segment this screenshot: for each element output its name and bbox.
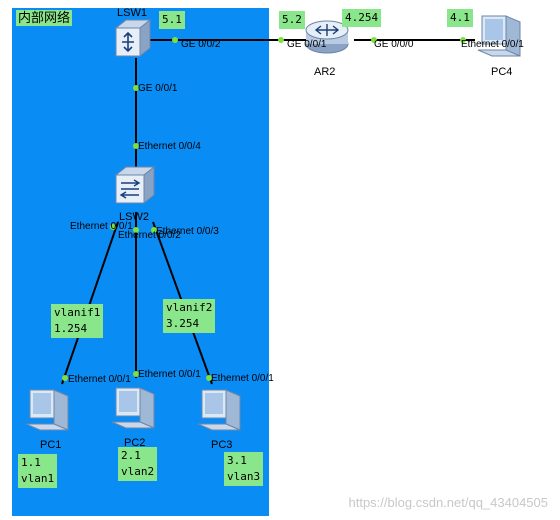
lsw2-port-eth003: Ethernet 0/0/3 <box>156 226 219 237</box>
zone-title: 内部网络 <box>16 10 73 26</box>
ar2-left-ip-note: 5.2 <box>279 11 305 29</box>
router-icon[interactable] <box>304 14 350 56</box>
pc2-info-note: 2.1 vlan2 <box>118 447 158 481</box>
pc3-name: PC3 <box>211 439 233 451</box>
port-dot <box>133 85 139 91</box>
lsw2-name: LSW2 <box>119 211 149 223</box>
pc-icon[interactable] <box>110 384 158 434</box>
pc2-port: Ethernet 0/0/1 <box>138 369 201 380</box>
port-dot <box>172 37 178 43</box>
pc3-info-note: 3.1 vlan3 <box>224 452 264 486</box>
pc1-port: Ethernet 0/0/1 <box>68 374 131 385</box>
port-dot <box>278 37 284 43</box>
port-dot <box>133 143 139 149</box>
link-lsw2-pc1 <box>61 221 119 385</box>
port-dot <box>133 227 139 233</box>
lsw1-ip-note: 5.1 <box>159 11 185 29</box>
vlanif2-note: vlanif2 3.254 <box>163 299 216 333</box>
lsw1-port-ge002: GE 0/0/2 <box>181 39 221 50</box>
port-dot <box>460 37 466 43</box>
port-dot <box>151 227 157 233</box>
lsw2-port-eth001: Ethernet 0/0/1 <box>70 221 133 232</box>
internal-network-zone <box>12 8 269 516</box>
ar2-port-ge000: GE 0/0/0 <box>374 39 414 50</box>
port-dot <box>62 375 68 381</box>
pc3-port: Ethernet 0/0/1 <box>211 373 274 384</box>
l3-switch-icon[interactable] <box>112 18 152 58</box>
port-dot <box>110 224 116 230</box>
pc-icon[interactable] <box>196 386 244 436</box>
pc-icon[interactable] <box>476 12 524 62</box>
vlanif1-note: vlanif1 1.254 <box>51 304 104 338</box>
pc1-name: PC1 <box>40 439 62 451</box>
pc2-name: PC2 <box>124 437 146 449</box>
ar2-name: AR2 <box>314 66 336 78</box>
pc4-ip-note: 4.1 <box>447 9 473 27</box>
watermark: https://blog.csdn.net/qq_43404505 <box>348 495 549 510</box>
pc4-port: Ethernet 0/0/1 <box>461 39 524 50</box>
port-dot <box>133 371 139 377</box>
lsw2-port-eth004: Ethernet 0/0/4 <box>138 141 201 152</box>
pc1-info-note: 1.1 vlan1 <box>18 454 58 488</box>
lsw2-port-eth002: Ethernet 0/0/2 <box>118 230 181 241</box>
ar2-right-ip-note: 4.254 <box>342 9 382 27</box>
lsw1-name: LSW1 <box>117 7 147 19</box>
l2-switch-icon[interactable] <box>114 165 156 205</box>
pc-icon[interactable] <box>24 386 72 436</box>
pc4-name: PC4 <box>491 66 513 78</box>
lsw1-port-ge001: GE 0/0/1 <box>138 83 178 94</box>
ar2-port-ge001: GE 0/0/1 <box>287 39 327 50</box>
port-dot <box>371 37 377 43</box>
port-dot <box>206 375 212 381</box>
